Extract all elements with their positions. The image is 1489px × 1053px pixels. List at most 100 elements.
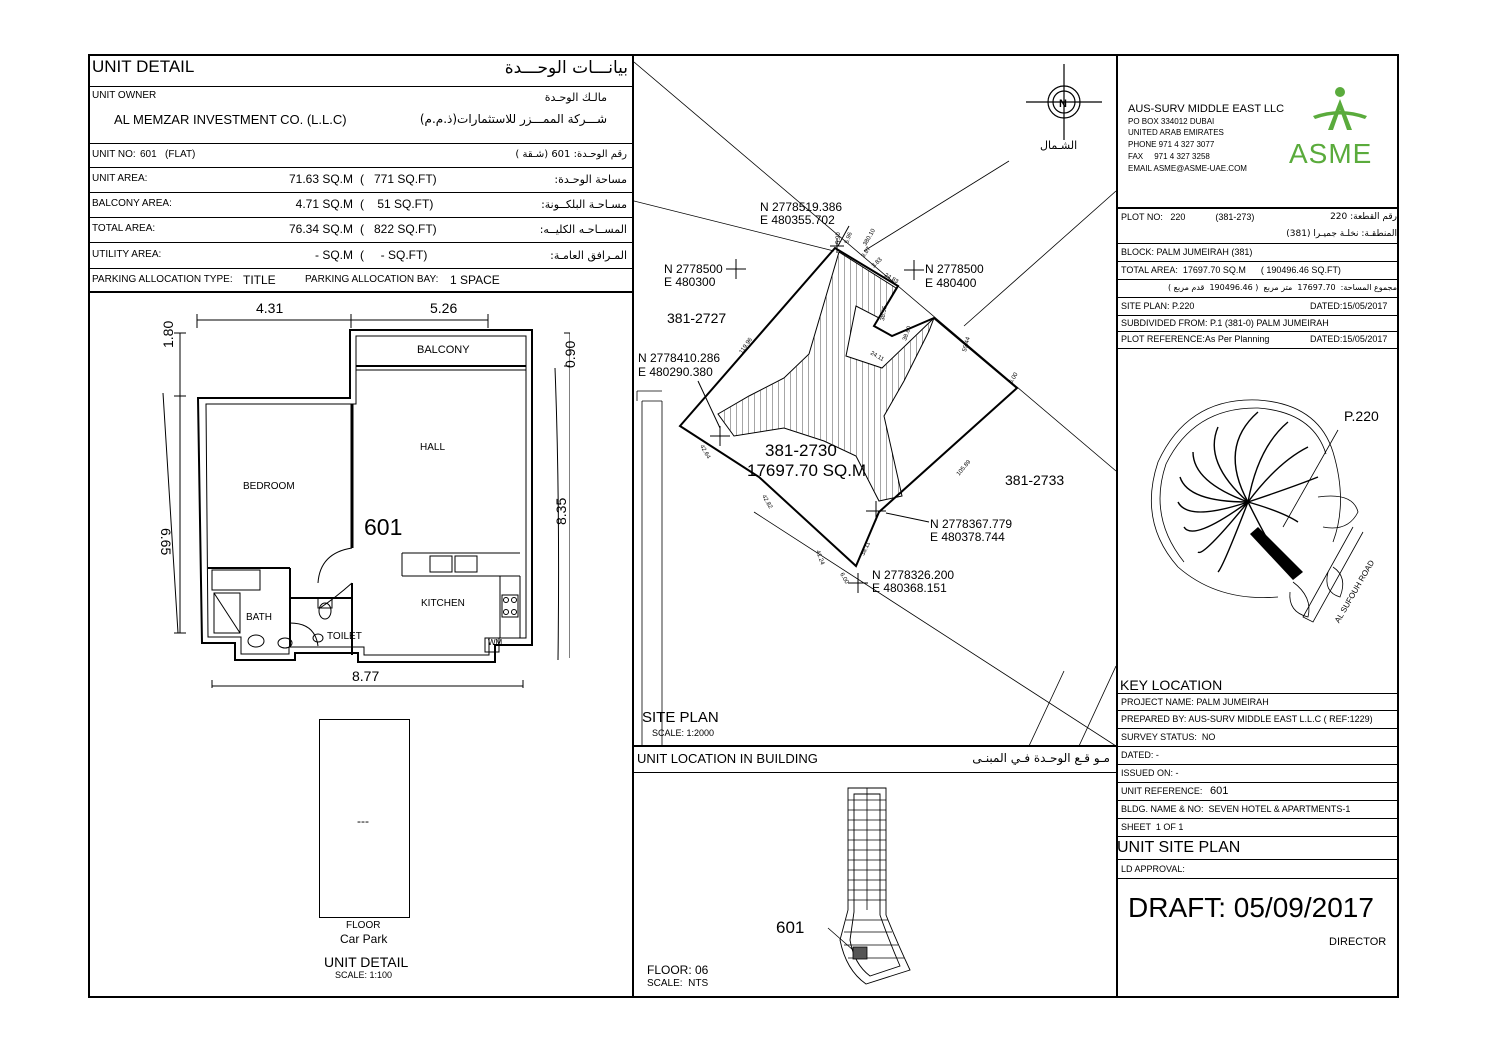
edge-label: 6.00	[838, 572, 849, 586]
plot-no: PLOT NO: 220 (381-273)	[1121, 212, 1255, 222]
total-area-ar: مجموع المساحة: 17697.70 متر مربع ( 19049…	[1168, 283, 1397, 292]
unit-area-label-ar: مساحة الوحـدة:	[554, 173, 627, 186]
edge-label: 5.90	[836, 232, 842, 244]
key-location-title: KEY LOCATION	[1120, 677, 1223, 693]
total-area-label-ar: المســاحـه الكليــه:	[539, 223, 627, 236]
project-name: PROJECT NAME: PALM JUMEIRAH	[1121, 697, 1269, 707]
coord-e-2: E 480355.702	[760, 213, 835, 227]
plot-no-ar: رقم القطعة: 220	[1330, 212, 1397, 222]
edge-label: 119.96	[739, 336, 755, 355]
utility-area-label: UTILITY AREA:	[92, 249, 162, 260]
total-area-label: TOTAL AREA:	[92, 223, 156, 234]
parking-type-value: TITLE	[243, 273, 276, 287]
room-bedroom: BEDROOM	[243, 481, 295, 492]
community-ar: المنطقـة: نخلـة جميـرا (381)	[1286, 229, 1397, 239]
ld-approval: LD APPROVAL:	[1121, 864, 1185, 874]
company-address-2: UNITED ARAB EMIRATES	[1128, 128, 1224, 137]
north-label-ar: الشـمال	[1040, 139, 1078, 152]
room-hall: HALL	[420, 442, 446, 453]
company-address-1: PO BOX 334012 DUBAI	[1128, 117, 1215, 126]
dim-top-left: 4.31	[256, 300, 284, 316]
unit-number-label: 601	[364, 514, 403, 540]
utility-area-sqm: - SQ.M	[315, 248, 353, 262]
dim-right: 8.35	[553, 497, 569, 525]
sheet-frame	[88, 54, 1399, 998]
site-plan-scale: SCALE: 1:2000	[652, 728, 715, 738]
room-bath: BATH	[246, 612, 272, 623]
dim-left: 6.65	[158, 528, 174, 556]
survey-status: SURVEY STATUS: NO	[1121, 732, 1216, 742]
plot-id: 381-2730	[765, 441, 837, 460]
edge-label: 105.89	[956, 459, 973, 477]
owner-name: AL MEMZAR INVESTMENT CO. (L.L.C)	[114, 112, 347, 127]
key-location-map	[1150, 399, 1364, 623]
issued-on: ISSUED ON: -	[1121, 768, 1179, 778]
owner-label-ar: مالـك الوحـدة	[544, 91, 607, 104]
floor-label: FLOOR	[346, 920, 381, 931]
unit-reference-value: 601	[1210, 785, 1229, 797]
total-area-sqm: 76.34 SQ.M	[288, 222, 353, 236]
draft-date: DRAFT: 05/09/2017	[1128, 892, 1374, 923]
building-outline	[827, 787, 911, 985]
owner-label: UNIT OWNER	[92, 90, 157, 101]
asme-logo-icon	[1313, 87, 1367, 130]
parking-dash: ---	[357, 814, 369, 828]
edge-label: 55.44	[962, 336, 972, 353]
parking-type-label: PARKING ALLOCATION TYPE:	[92, 274, 233, 285]
asme-logo-text: ASME	[1289, 138, 1373, 169]
unit-detail-title-ar: بيانـــات الوحـــدة	[504, 58, 628, 78]
building-name: BLDG. NAME & NO: SEVEN HOTEL & APARTMENT…	[1121, 804, 1351, 814]
parking-bay-value: 1 SPACE	[450, 273, 500, 287]
coord-n-4: N 2778410.286	[638, 351, 721, 365]
document-type: UNIT SITE PLAN	[1117, 839, 1241, 856]
neighbor-plot-1: 381-2727	[667, 310, 727, 326]
edge-label: 38.11	[860, 541, 872, 557]
dim-left-top: 1.80	[160, 320, 176, 348]
company-name: AUS-SURV MIDDLE EAST LLC	[1128, 103, 1285, 115]
unit-no-label: UNIT NO:	[92, 149, 136, 160]
director-label: DIRECTOR	[1329, 936, 1387, 948]
floor-name: Car Park	[340, 932, 388, 946]
site-plan-caption: SITE PLAN	[642, 709, 719, 726]
unit-area-label: UNIT AREA:	[92, 173, 148, 184]
edge-label: 6.00	[1009, 371, 1020, 385]
site-plan-drawing: N 119.96 5.90 5.96 380.10 3.87 3.83 24.8…	[634, 61, 1116, 746]
edge-label: 3.87	[861, 246, 873, 260]
company-fax: FAX 971 4 327 3258	[1128, 152, 1210, 161]
edge-label: 3.83	[871, 256, 884, 269]
parking-bay-label: PARKING ALLOCATION BAY:	[305, 274, 439, 285]
edge-label: 42.82	[760, 494, 773, 511]
coord-e-4: E 480290.380	[638, 365, 713, 379]
room-toilet: TOILET	[327, 631, 362, 642]
unit-callout: 601	[776, 918, 805, 937]
edge-label: 42.64	[698, 444, 711, 461]
site-plan-date: DATED:15/05/2017	[1310, 301, 1388, 311]
dim-bottom: 8.77	[352, 668, 380, 684]
coord-e-1: E 480300	[664, 275, 716, 289]
site-plan-ref: SITE PLAN: P.220	[1121, 301, 1195, 311]
plot-reference-date: DATED:15/05/2017	[1310, 334, 1388, 344]
edge-label: 24.11	[869, 351, 885, 364]
utility-area-label-ar: المـرافق العامـة:	[550, 249, 627, 262]
unit-detail-title: UNIT DETAIL	[92, 57, 195, 76]
plot-reference: PLOT REFERENCE:As Per Planning	[1121, 334, 1270, 344]
coord-n-1: N 2778500	[664, 262, 723, 276]
divider-right	[1116, 54, 1118, 998]
coord-n-2: N 2778519.386	[760, 200, 843, 214]
unit-location-title: UNIT LOCATION IN BUILDING	[637, 751, 818, 766]
unit-detail-caption: UNIT DETAIL	[324, 954, 409, 970]
neighbor-plot-2: 381-2733	[1005, 472, 1065, 488]
balcony-area-label-ar: مسـاحـة البلكــونة:	[541, 198, 627, 211]
unit-area-sqft: ( 771 SQ.FT)	[360, 172, 437, 186]
plot-area: 17697.70 SQ.M	[747, 461, 867, 480]
unit-detail-scale: SCALE: 1:100	[335, 970, 393, 980]
unit-location-title-ar: مـو قـع الوحـدة فـي المبنـى	[972, 751, 1110, 765]
room-kitchen: KITCHEN	[421, 598, 465, 609]
unit-location-scale: SCALE: NTS	[647, 978, 709, 989]
edge-label: 5.96	[844, 231, 854, 245]
balcony-area-sqft: ( 51 SQ.FT)	[360, 197, 434, 211]
parking-space	[319, 719, 410, 918]
edge-label: 38.60	[902, 325, 913, 342]
block: BLOCK: PALM JUMEIRAH (381)	[1121, 247, 1253, 257]
key-plot-label: P.220	[1344, 408, 1379, 424]
